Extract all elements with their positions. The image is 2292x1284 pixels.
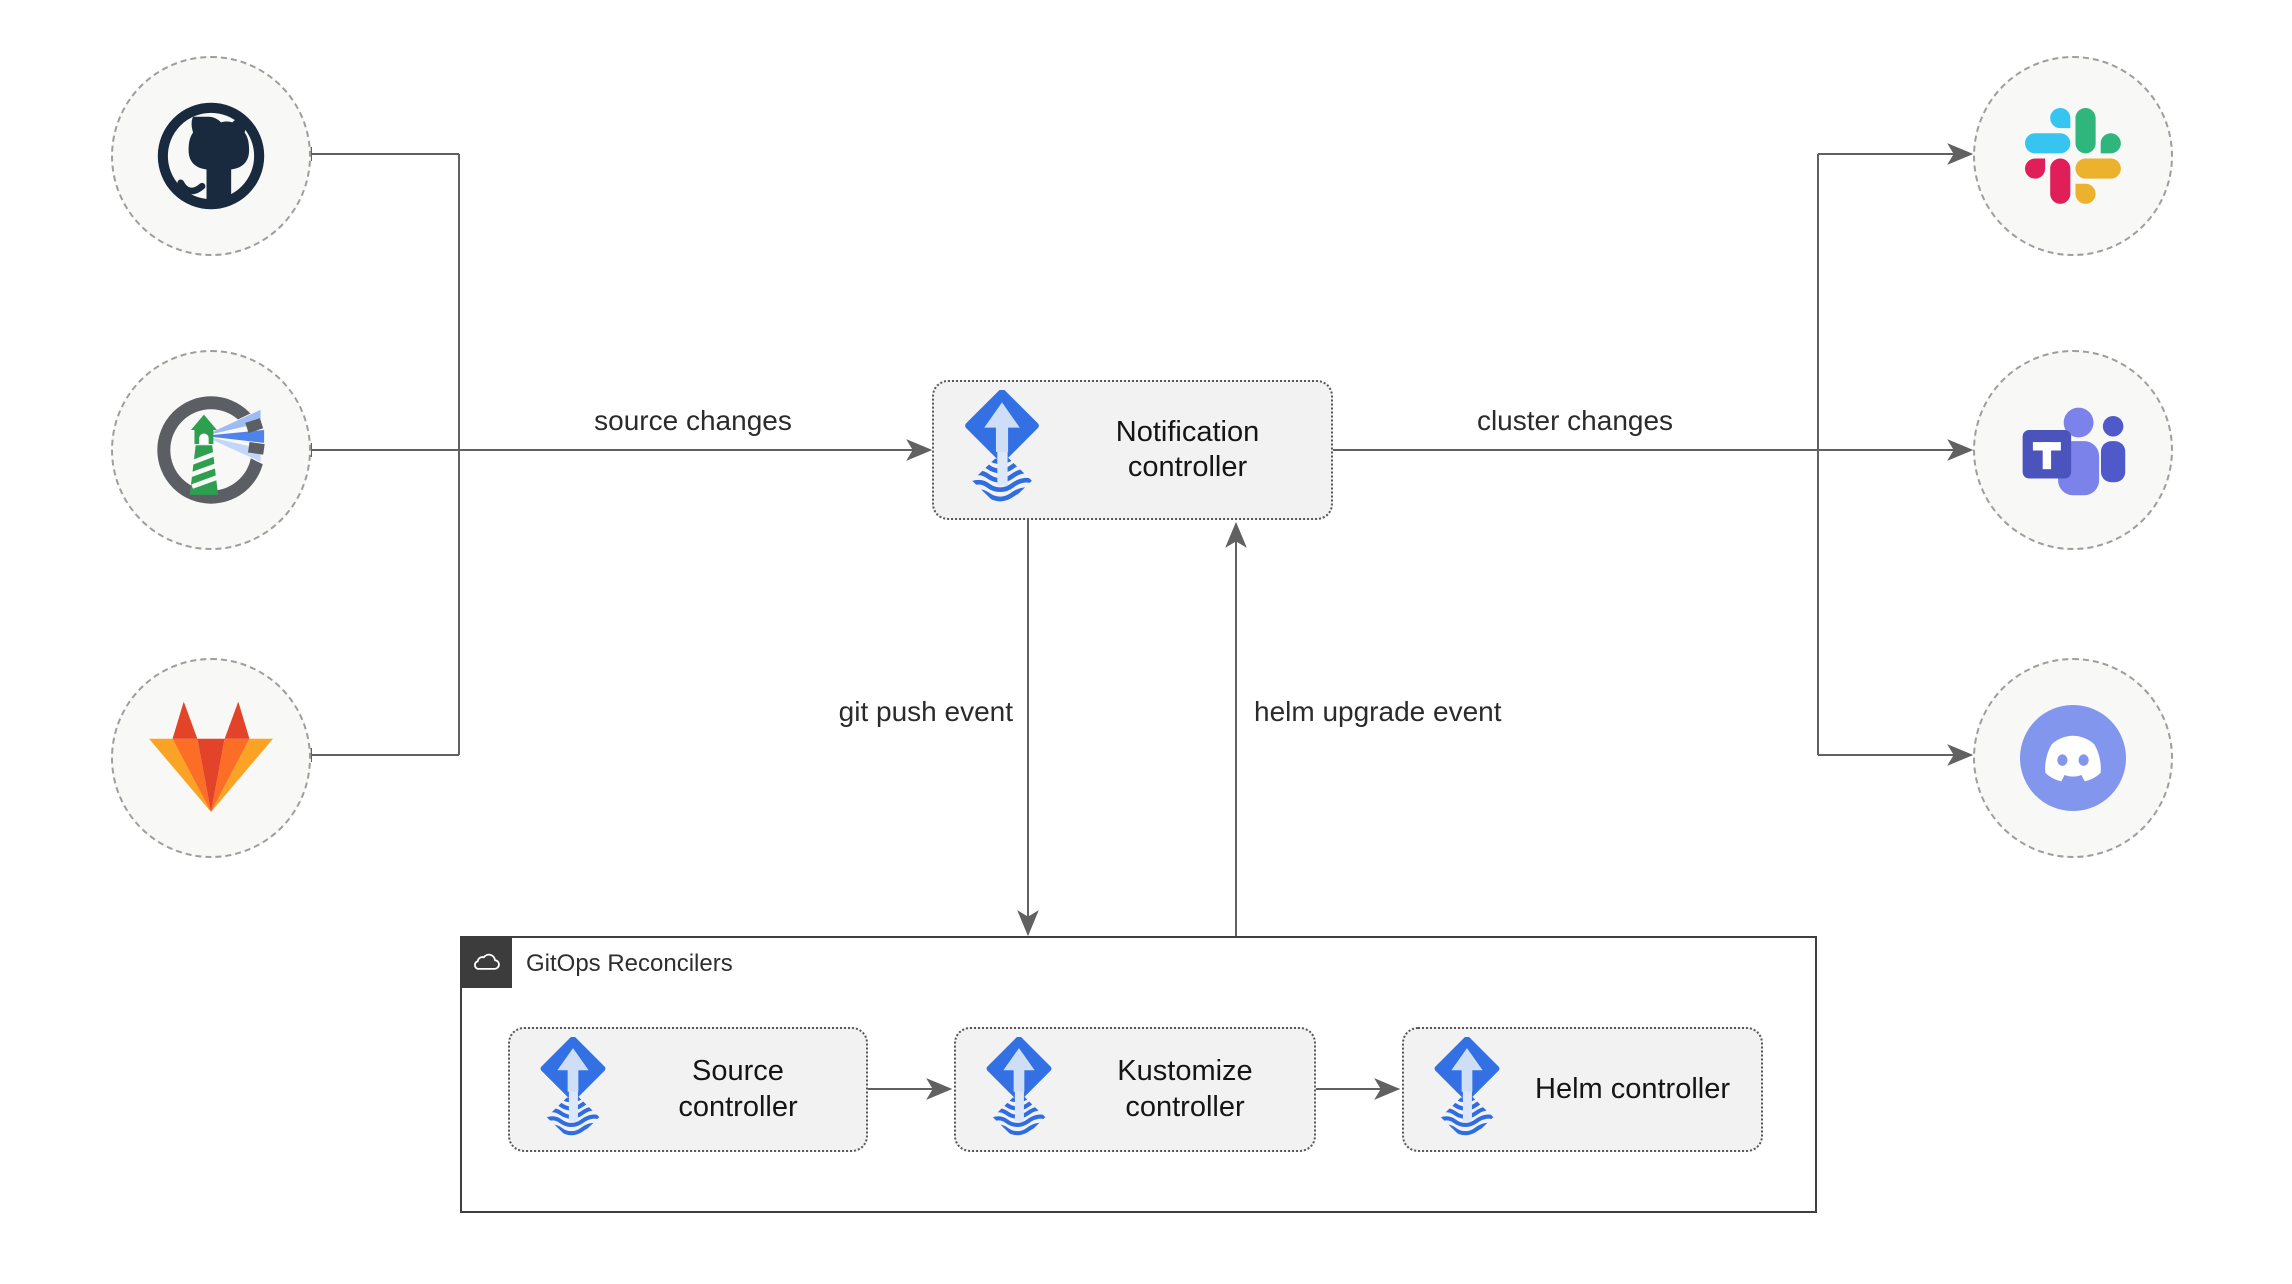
node-label: Helm controller [1535,1072,1730,1105]
gitlab-icon [149,699,273,817]
teams-icon [2017,402,2129,499]
target-node-teams [1973,350,2173,550]
source-node-github [111,56,311,256]
discord-icon [2020,705,2126,811]
node-label: Notification controller [1115,415,1260,483]
source-controller-node: Source controller [508,1027,868,1152]
target-node-discord [1973,658,2173,858]
edge-label-cluster-changes: cluster changes [1476,405,1674,436]
kustomize-controller-node: Kustomize controller [954,1027,1316,1152]
node-label: Kustomize controller [1117,1055,1253,1123]
flux-icon [1430,1037,1504,1143]
node-label: Source controller [678,1055,798,1123]
github-icon [155,100,267,212]
cloud-icon [468,949,504,975]
notification-controller-node: Notification controller [932,380,1333,520]
helm-controller-node: Helm controller [1402,1027,1763,1152]
harbor-icon [152,391,270,509]
flux-icon [960,390,1044,510]
container-badge [460,936,512,988]
edge-label-helm-upgrade-event: helm upgrade event [1254,696,1502,727]
flux-icon [982,1037,1056,1143]
source-node-harbor [111,350,311,550]
flux-icon [536,1037,610,1143]
edge-label-source-changes: source changes [594,405,792,436]
gitops-reconcilers-container: GitOps Reconcilers Source controller Kus… [460,936,1817,1213]
target-node-slack [1973,56,2173,256]
source-node-gitlab [111,658,311,858]
container-title: GitOps Reconcilers [526,950,733,977]
edge-label-git-push-event: git push event [838,696,1013,727]
slack-icon [2025,108,2121,204]
